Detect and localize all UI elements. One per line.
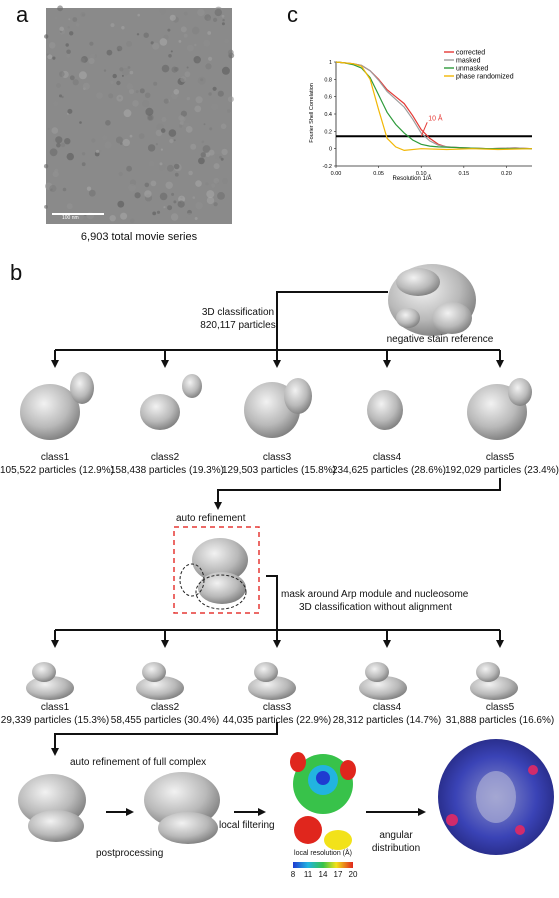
colorbar-tick: 17 bbox=[333, 870, 343, 879]
round2-class1-name: class1 bbox=[40, 702, 70, 713]
scale-bar-label: 100 nm bbox=[62, 215, 79, 221]
round1-class5-particles: 192,029 particles (23.4%) bbox=[445, 465, 559, 476]
scale-bar bbox=[52, 213, 104, 215]
reference-label: negative stain reference bbox=[386, 334, 494, 345]
round2-class4-name: class4 bbox=[372, 702, 402, 713]
round1-class4-particles: 234,625 particles (28.6%) bbox=[332, 465, 446, 476]
round2-class4-particles: 28,312 particles (14.7%) bbox=[332, 715, 442, 726]
local-resolution-map bbox=[290, 752, 356, 850]
round2-class5-particles: 31,888 particles (16.6%) bbox=[445, 715, 555, 726]
panel-label-b: b bbox=[10, 260, 23, 285]
colorbar-tick: 14 bbox=[318, 870, 328, 879]
full-complex-map bbox=[18, 774, 86, 842]
panel-label-a: a bbox=[16, 2, 29, 27]
angular-label-line1: angular bbox=[379, 830, 413, 841]
round2-class3-particles: 44,035 particles (22.9%) bbox=[222, 715, 332, 726]
fsc-legend-label: unmasked bbox=[456, 66, 488, 73]
panel-label-c: c bbox=[287, 2, 298, 27]
round2-arrows bbox=[51, 575, 504, 756]
fsc-legend-label: masked bbox=[456, 58, 481, 65]
round2-class2-name: class2 bbox=[150, 702, 180, 713]
fsc-annotation-label: 10 Å bbox=[428, 113, 443, 122]
round2-class5-name: class5 bbox=[485, 702, 515, 713]
round1-class1-name: class1 bbox=[40, 452, 70, 463]
step1-label-line1: 3D classification bbox=[201, 307, 275, 318]
selection-box bbox=[173, 526, 260, 614]
colorbar-tick: 11 bbox=[303, 870, 313, 879]
fsc-series-unmasked bbox=[335, 61, 532, 150]
fsc-chart: Fourier Shell Correlation Resolution 1/Å… bbox=[309, 50, 533, 182]
fsc-y-tick-label: 1 bbox=[329, 60, 332, 66]
round1-class2-particles: 158,438 particles (19.3%) bbox=[110, 465, 224, 476]
negative-stain-reference-map bbox=[388, 264, 476, 336]
colorbar-tick: 8 bbox=[290, 870, 296, 879]
fsc-y-tick-label: 0.8 bbox=[324, 77, 332, 83]
fsc-ylabel: Fourier Shell Correlation bbox=[309, 83, 315, 143]
postprocessing-label: postprocessing bbox=[96, 848, 164, 859]
round1-class4-name: class4 bbox=[372, 452, 402, 463]
postprocessed-map bbox=[144, 772, 220, 844]
fsc-legend-label: phase randomized bbox=[456, 74, 514, 81]
fsc-y-tick-label: 0.2 bbox=[324, 129, 332, 135]
round2-class3-name: class3 bbox=[262, 702, 292, 713]
fsc-legend-label: corrected bbox=[456, 50, 485, 57]
round2-class2-particles: 58,455 particles (30.4%) bbox=[110, 715, 220, 726]
angular-label-line2: distribution bbox=[371, 843, 421, 854]
round2-class1-particles: 29,339 particles (15.3%) bbox=[0, 715, 110, 726]
fsc-x-tick-label: 0.10 bbox=[416, 171, 427, 177]
fsc-x-tick-label: 0.00 bbox=[331, 171, 342, 177]
fsc-y-tick-label: -0.2 bbox=[323, 164, 332, 170]
round1-arrows bbox=[51, 291, 504, 510]
mask-label-line2: 3D classification without alignment bbox=[299, 602, 452, 613]
refined-map bbox=[192, 538, 248, 604]
mask-outlines bbox=[179, 563, 247, 610]
angular-distribution-sphere bbox=[438, 739, 554, 855]
round1-class3-particles: 129,503 particles (15.8%) bbox=[222, 465, 336, 476]
round1-class3-name: class3 bbox=[262, 452, 292, 463]
micrograph-image: 100 nm bbox=[43, 5, 235, 224]
local-filtering-label: local filtering bbox=[219, 820, 275, 831]
micrograph-texture bbox=[43, 5, 235, 224]
fsc-series-phase-randomized bbox=[335, 61, 533, 152]
auto-refinement-label: auto refinement bbox=[176, 513, 246, 524]
fsc-x-tick-label: 0.05 bbox=[373, 171, 384, 177]
fsc-y-tick-label: 0.4 bbox=[324, 112, 332, 118]
full-refinement-label: auto refinement of full complex bbox=[70, 757, 207, 768]
colorbar-tick: 20 bbox=[348, 870, 358, 879]
step1-label-line2: 820,117 particles bbox=[200, 320, 276, 331]
round1-maps bbox=[20, 372, 532, 440]
colorbar-title: local resolution (Å) bbox=[294, 850, 352, 857]
round1-class2-name: class2 bbox=[150, 452, 180, 463]
mask-label-line1: mask around Arp module and nucleosome bbox=[281, 589, 469, 600]
micrograph-caption: 6,903 total movie series bbox=[80, 231, 198, 243]
fsc-annotation-pointer bbox=[420, 122, 428, 137]
local-resolution-colorbar bbox=[293, 862, 353, 868]
fsc-x-tick-label: 0.20 bbox=[501, 171, 512, 177]
fsc-xlabel: Resolution 1/Å bbox=[392, 175, 431, 182]
round1-class1-particles: 105,522 particles (12.9%) bbox=[0, 465, 114, 476]
fsc-x-tick-label: 0.15 bbox=[458, 171, 469, 177]
round2-maps bbox=[26, 662, 518, 700]
round1-class5-name: class5 bbox=[485, 452, 515, 463]
fsc-y-tick-label: 0.6 bbox=[324, 95, 332, 101]
fsc-y-tick-label: 0 bbox=[329, 147, 332, 153]
